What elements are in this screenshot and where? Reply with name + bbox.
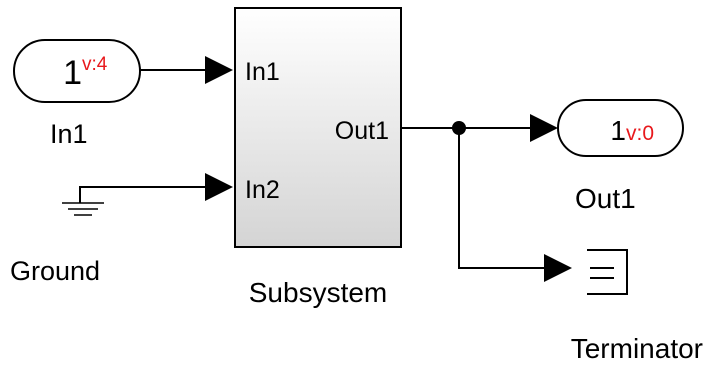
outport-port-number: 1: [610, 115, 626, 146]
arrowhead-icon: [530, 114, 558, 142]
subsystem-input-port-1: In1: [245, 58, 280, 86]
subsystem-output-port-1: Out1: [335, 117, 389, 145]
inport-port-number: 1: [63, 54, 82, 92]
outport-label: Out1: [575, 183, 636, 214]
signal-line-ground[interactable]: [79, 186, 208, 203]
inport-label: In1: [50, 119, 88, 149]
outport-value-tag: v:0: [626, 122, 654, 145]
arrowhead-icon: [544, 254, 572, 282]
subsystem-label: Subsystem: [249, 277, 388, 308]
inport-block-in1[interactable]: 1 v:4: [13, 39, 141, 103]
subsystem-shape[interactable]: [234, 7, 402, 248]
ground-block[interactable]: [62, 173, 233, 216]
inport-value-tag: v:4: [82, 54, 108, 75]
terminator-icon: [587, 249, 628, 295]
subsystem-block[interactable]: In1 In2 Out1: [234, 7, 402, 248]
signal-line-in1[interactable]: [140, 56, 233, 84]
arrowhead-icon: [205, 56, 233, 84]
outport-shape[interactable]: [557, 99, 684, 157]
subsystem-input-port-2: In2: [245, 176, 280, 204]
signal-line-terminator[interactable]: [458, 128, 572, 282]
signal-line-out1[interactable]: [401, 114, 558, 142]
terminator-label: Terminator: [571, 333, 703, 364]
terminator-block[interactable]: [587, 249, 628, 295]
arrowhead-icon: [205, 173, 233, 201]
outport-block-out1[interactable]: 1 v:0: [557, 99, 684, 157]
ground-label: Ground: [10, 256, 100, 286]
